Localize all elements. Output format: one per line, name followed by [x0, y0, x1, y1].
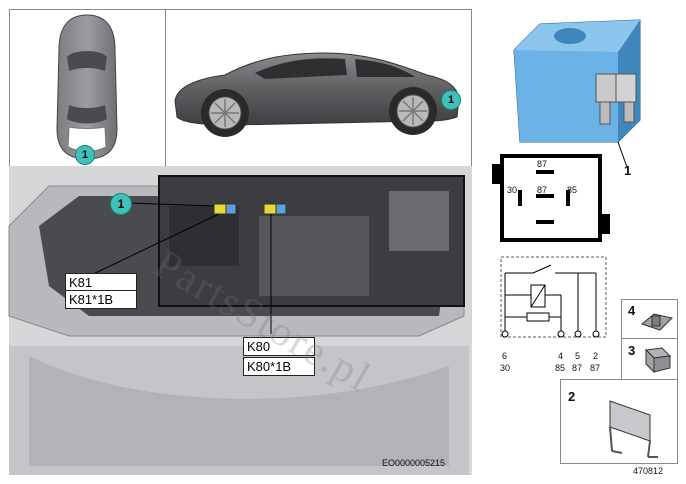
- part-number-clip-a: 3: [628, 343, 636, 358]
- k80-alt-label: K80*1B: [243, 357, 315, 376]
- terminal-4-name: 85: [555, 363, 566, 373]
- clip-a-icon: [644, 347, 672, 374]
- footer-code: EO0000005215: [382, 458, 446, 468]
- callout-trunk[interactable]: 1: [110, 193, 132, 215]
- relay-schematic: [500, 256, 607, 338]
- callout-top-view[interactable]: 1: [75, 145, 95, 165]
- pinout-87-mid: 87: [537, 185, 548, 195]
- clip-b-icon: [640, 313, 673, 331]
- terminal-2-name: 87: [590, 363, 601, 373]
- car-side-illustration: [174, 52, 460, 137]
- pinout-85: 85: [567, 185, 578, 195]
- bracket-icon: [609, 400, 658, 458]
- diagram-id: 470812: [633, 466, 664, 476]
- part-number-clip-b: 4: [628, 303, 636, 318]
- terminal-4-num: 4: [558, 351, 564, 361]
- car-top-illustration: [56, 14, 118, 160]
- terminal-6-num: 6: [502, 351, 508, 361]
- pinout-87-top: 87: [537, 159, 548, 169]
- relay-pinout-diagram: [492, 154, 610, 242]
- terminal-5-name: 87: [572, 363, 583, 373]
- k81-alt-label: K81*1B: [65, 290, 137, 309]
- pinout-30: 30: [507, 185, 518, 195]
- part-number-relay: 1: [624, 163, 632, 178]
- terminal-2-num: 2: [593, 351, 599, 361]
- part-number-bracket: 2: [568, 389, 576, 404]
- relay-illustration: [513, 19, 641, 171]
- terminal-6-name: 30: [500, 363, 511, 373]
- terminal-5-num: 5: [575, 351, 581, 361]
- trunk-illustration: [8, 166, 472, 475]
- callout-side-view[interactable]: 1: [441, 90, 461, 110]
- k80-label: K80: [243, 337, 315, 356]
